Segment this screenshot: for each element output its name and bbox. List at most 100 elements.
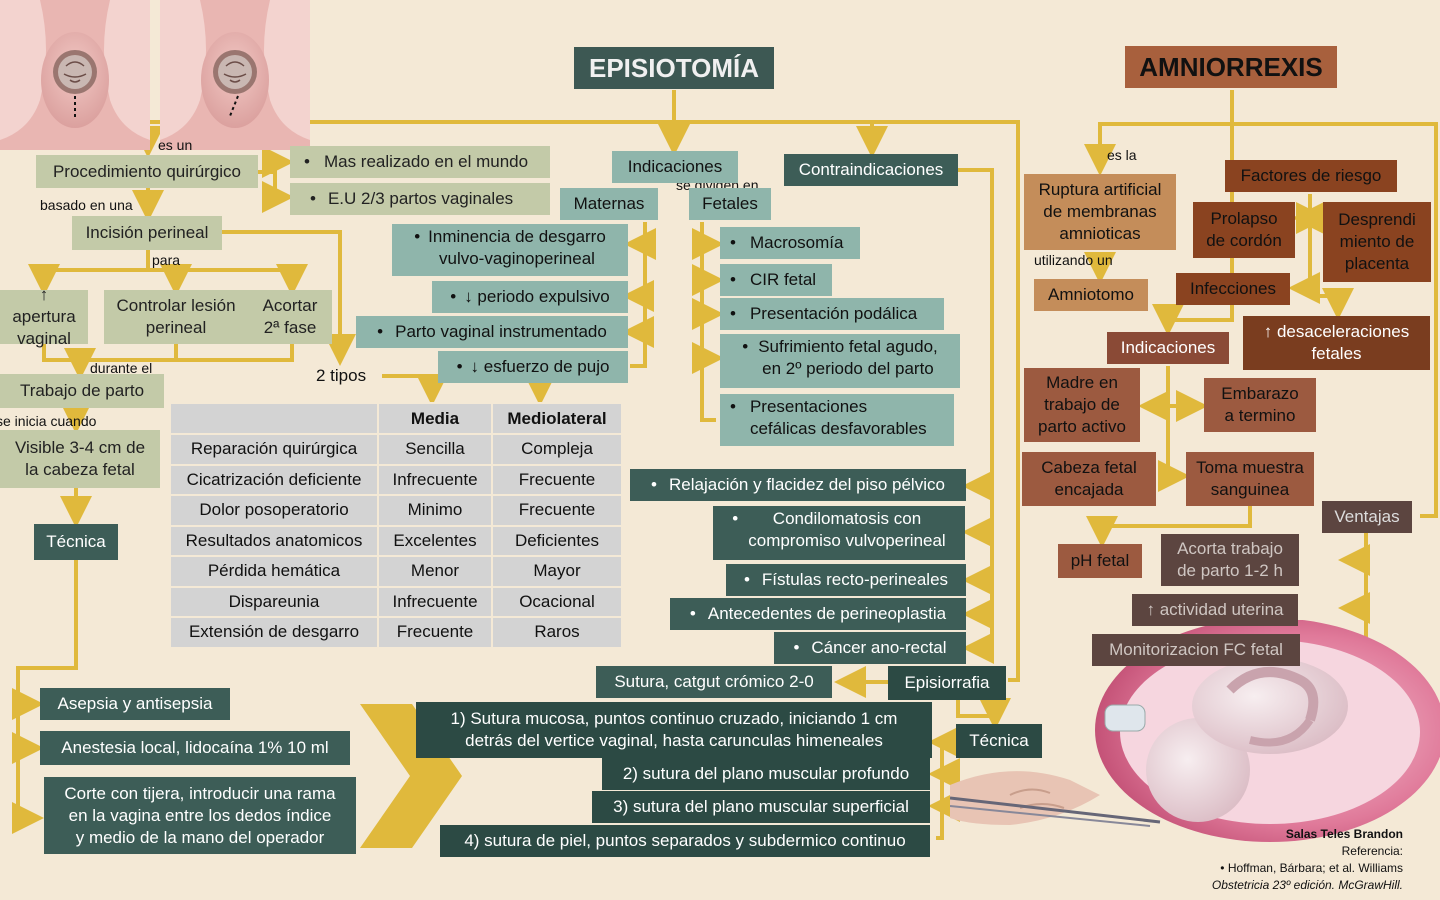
amniotomo: Amniotomo <box>1034 279 1148 311</box>
fetal-cir: •CIR fetal <box>720 264 832 296</box>
fact-eu-partos-label: E.U 2/3 partos vaginales <box>327 189 514 208</box>
fetal-sufrimiento-agudo: •Sufrimiento fetal agudo, en 2º periodo … <box>720 334 960 388</box>
fetal-cefalicas-label: Presentaciones cefálicas desfavorables <box>749 397 927 438</box>
contra-fistulas: •Fístulas recto-perineales <box>726 564 966 596</box>
title-episiotomia: EPISIOTOMÍA <box>574 47 774 89</box>
label-durante: durante el <box>90 360 153 376</box>
paso-asepsia: Asepsia y antisepsia <box>40 688 230 720</box>
label-es-la: es la <box>1107 147 1137 163</box>
episiorrafia: Episiorrafia <box>888 666 1006 700</box>
paso-anestesia: Anestesia local, lidocaína 1% 10 ml <box>40 731 350 765</box>
table-cell: Minimo <box>377 494 493 527</box>
perineum-illustration <box>0 0 310 150</box>
table-cell: Cicatrización deficiente <box>169 463 379 496</box>
contra-cancer-label: Cáncer ano-rectal <box>811 638 947 657</box>
table-cell: Ocacional <box>491 585 623 618</box>
table-header-mediolateral: Mediolateral <box>491 402 623 435</box>
reference-line-2: Obstetricia 23º edición. McGrawHill. <box>1211 878 1403 892</box>
fetal-macrosomia-label: Macrosomía <box>749 233 844 252</box>
table-header-cell <box>169 402 379 435</box>
fetal-presentaciones-cefalicas: •Presentaciones cefálicas desfavorables <box>720 394 954 446</box>
table-cell: Menor <box>377 555 493 588</box>
table-header-media: Media <box>377 402 493 435</box>
indicaciones-fetales: Fetales <box>689 188 771 220</box>
contra-cancer: •Cáncer ano-rectal <box>774 632 966 664</box>
table-cell: Compleja <box>491 433 623 466</box>
fetal-cir-label: CIR fetal <box>749 270 817 289</box>
prolapso-cordon: Prolapso de cordón <box>1193 202 1295 258</box>
objetivo-controlar-lesion: Controlar lesión perineal <box>104 290 248 344</box>
factores-de-riesgo: Factores de riesgo <box>1225 160 1397 192</box>
table-cell: Infrecuente <box>377 585 493 618</box>
ventaja-actividad-uterina: ↑ actividad uterina <box>1132 594 1298 626</box>
embarazo-termino: Embarazo a termino <box>1204 378 1316 432</box>
table-cell: Raros <box>491 616 623 649</box>
paso-corte-tijera: Corte con tijera, introducir una rama en… <box>44 777 356 854</box>
materna-parto-instrumentado-label: Parto vaginal instrumentado <box>395 322 607 341</box>
contra-relajacion: •Relajación y flacidez del piso pélvico <box>630 469 966 501</box>
ventajas: Ventajas <box>1322 501 1412 533</box>
table-cell: Excelentes <box>377 524 493 557</box>
table-cell: Reparación quirúrgica <box>169 433 379 466</box>
fetal-podalica-label: Presentación podálica <box>749 304 918 323</box>
materna-periodo-expulsivo-label: ↓ periodo expulsivo <box>464 287 610 306</box>
sutura-catgut: Sutura, catgut crómico 2-0 <box>596 666 832 698</box>
materna-inminencia-desgarro: •Inminencia de desgarro vulvo-vaginoperi… <box>392 224 628 276</box>
amniotomy-illustration <box>950 620 1440 842</box>
indicaciones-amniorrexis: Indicaciones <box>1107 332 1229 364</box>
incision-perineal: Incisión perineal <box>72 216 222 250</box>
materna-periodo-expulsivo: •↓ periodo expulsivo <box>432 281 628 313</box>
desprendimiento-placenta: Desprendi miento de placenta <box>1323 202 1431 282</box>
contra-fistulas-label: Fístulas recto-perineales <box>761 570 949 589</box>
objetivo-apertura: ↑ apertura vaginal <box>0 285 88 348</box>
table-header-row: Media Mediolateral <box>169 402 623 435</box>
table-cell: Deficientes <box>491 524 623 557</box>
madre-trabajo-activo: Madre en trabajo de parto activo <box>1024 368 1140 442</box>
contra-perineoplastia: •Antecedentes de perineoplastia <box>670 598 966 630</box>
ventaja-acorta-trabajo: Acorta trabajo de parto 1-2 h <box>1161 534 1299 586</box>
contraindicaciones: Contraindicaciones <box>784 154 958 186</box>
trabajo-de-parto: Trabajo de parto <box>0 374 164 408</box>
label-basado-en: basado en una <box>40 197 133 213</box>
table-cell: Sencilla <box>377 433 493 466</box>
sutura-paso-2: 2) sutura del plano muscular profundo <box>602 758 930 790</box>
fetal-macrosomia: •Macrosomía <box>720 227 860 259</box>
indicaciones-episiotomia: Indicaciones <box>612 151 738 183</box>
label-es-un: es un <box>158 137 193 153</box>
tecnica-sutura: Técnica <box>956 724 1042 758</box>
contra-perineoplastia-label: Antecedentes de perineoplastia <box>707 604 947 623</box>
sutura-paso-4: 4) sutura de piel, puntos separados y su… <box>440 825 930 857</box>
ph-fetal: pH fetal <box>1058 544 1142 578</box>
visible-cabeza-fetal: Visible 3-4 cm de la cabeza fetal <box>0 430 160 488</box>
objetivo-acortar: Acortar 2ª fase <box>248 290 332 344</box>
table-cell: Dispareunia <box>169 585 379 618</box>
credits: Salas Teles Brandon Referencia: • Hoffma… <box>1212 826 1403 894</box>
author-name: Salas Teles Brandon <box>1285 827 1403 841</box>
fetal-presentacion-podalica: •Presentación podálica <box>720 298 944 330</box>
materna-esfuerzo-pujo-label: ↓ esfuerzo de pujo <box>470 357 610 376</box>
sutura-paso-1: 1) Sutura mucosa, puntos continuo cruzad… <box>416 702 932 758</box>
table-cell: Resultados anatomicos <box>169 524 379 557</box>
tecnica-corte: Técnica <box>34 524 118 560</box>
infecciones: Infecciones <box>1176 273 1290 305</box>
table-cell: Infrecuente <box>377 463 493 496</box>
label-para: para <box>152 252 181 268</box>
materna-parto-instrumentado: •Parto vaginal instrumentado <box>356 316 628 348</box>
table-cell: Mayor <box>491 555 623 588</box>
contra-condilomatosis-label: Condilomatosis con compromiso vulvoperin… <box>748 509 946 550</box>
table-cell: Extensión de desgarro <box>169 616 379 649</box>
table-cell: Pérdida hemática <box>169 555 379 588</box>
table-cell: Frecuente <box>377 616 493 649</box>
label-se-inicia: se inicia cuando <box>0 413 97 429</box>
ruptura-artificial: Ruptura artificial de membranas amniotic… <box>1024 174 1176 250</box>
fetal-sufrimiento-label: Sufrimiento fetal agudo, en 2º periodo d… <box>758 337 938 378</box>
table-cell: Frecuente <box>491 463 623 496</box>
sutura-paso-3: 3) sutura del plano muscular superficial <box>592 791 930 823</box>
